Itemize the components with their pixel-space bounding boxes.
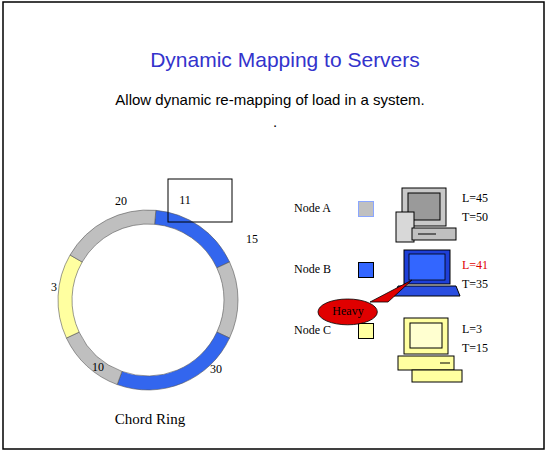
ring-id: 10 xyxy=(92,361,104,375)
callout-tail xyxy=(370,280,412,302)
slide-frame xyxy=(3,2,544,449)
ring-id: 15 xyxy=(246,233,258,247)
chord-ring xyxy=(58,210,238,390)
legend-swatch xyxy=(358,262,374,278)
target-value: T=35 xyxy=(462,278,488,292)
ring-caption: Chord Ring xyxy=(115,411,185,428)
ring-segment xyxy=(117,332,229,390)
laptop-b xyxy=(394,250,460,296)
ring-id: 20 xyxy=(115,195,127,209)
desktop-computer-c xyxy=(398,318,462,382)
callout-bubble: Heavy xyxy=(317,298,378,326)
callout-text: Heavy xyxy=(332,305,363,319)
load-value: L=45 xyxy=(462,192,488,206)
ring-segment xyxy=(70,210,156,262)
dot-mark: . xyxy=(273,113,277,130)
ring-segment xyxy=(217,262,238,338)
ring-segment xyxy=(58,255,82,338)
ring-id: 30 xyxy=(210,363,222,377)
ring-id: 11 xyxy=(179,194,191,208)
load-value: L=41 xyxy=(462,259,488,273)
ring-id: 3 xyxy=(51,281,57,295)
load-value: L=3 xyxy=(462,323,482,337)
legend-swatch xyxy=(358,323,374,339)
target-value: T=50 xyxy=(462,211,488,225)
highlight-box xyxy=(168,179,232,222)
ring-segment xyxy=(66,332,122,384)
legend-swatch xyxy=(358,201,374,217)
ring-segment xyxy=(155,210,230,268)
legend-label: Node A xyxy=(294,202,331,216)
legend-label: Node C xyxy=(294,324,331,338)
desktop-computer-a xyxy=(396,188,456,242)
target-value: T=15 xyxy=(462,342,488,356)
legend-label: Node B xyxy=(294,263,331,277)
slide-title: Dynamic Mapping to Servers xyxy=(150,48,420,72)
subtitle: Allow dynamic re-mapping of load in a sy… xyxy=(115,91,424,108)
